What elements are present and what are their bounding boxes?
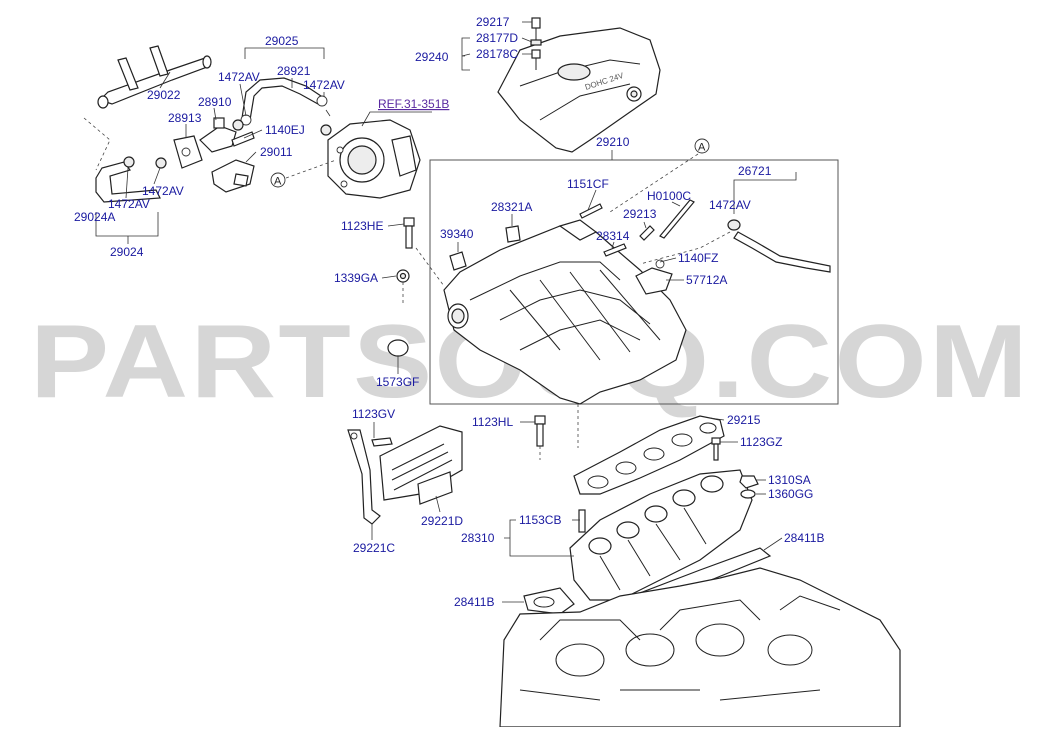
svg-text:A: A: [274, 176, 282, 188]
part-label[interactable]: 39340: [440, 227, 474, 241]
part-label[interactable]: 29011: [260, 145, 293, 159]
hose-clamp-icon: [232, 119, 332, 136]
fuel-hose-26721: [727, 219, 831, 273]
part-label[interactable]: 28177D: [476, 31, 518, 45]
part-label[interactable]: 1310SA: [768, 473, 811, 487]
part-label[interactable]: 1123HL: [472, 415, 513, 429]
stud-1151CF: [579, 203, 603, 219]
valve-29011: [211, 159, 255, 193]
bolt-1123HE: [403, 217, 415, 249]
part-label[interactable]: 1472AV: [218, 70, 260, 84]
plate-29221D: [379, 425, 463, 505]
part-label[interactable]: 28411B: [454, 595, 494, 609]
gasket-28411B-left: [523, 587, 575, 615]
rod-H0100C: [659, 199, 695, 239]
assembly-frame-29210: [429, 159, 839, 405]
engine-cover-29240: DOHC 24V: [497, 27, 661, 153]
part-label[interactable]: 28314: [596, 229, 630, 243]
part-label[interactable]: 26721: [738, 164, 772, 178]
part-label[interactable]: 29217: [476, 15, 510, 29]
sensor-39340: [449, 251, 467, 271]
bolt-1123GV: [371, 437, 393, 447]
reference-marker-a: A: [270, 172, 286, 188]
throttle-body: [327, 119, 421, 199]
part-label[interactable]: 29025: [265, 34, 299, 48]
gasket-29215: [573, 415, 725, 495]
part-label[interactable]: 28910: [198, 95, 232, 109]
part-label[interactable]: 29221D: [421, 514, 463, 528]
part-label[interactable]: 28921: [277, 64, 311, 78]
bracket-57712A: [635, 259, 673, 295]
coolant-pipe-29022: [97, 45, 212, 109]
part-label[interactable]: 1153CB: [519, 513, 561, 527]
part-label[interactable]: 1123GZ: [740, 435, 782, 449]
part-label[interactable]: 57712A: [686, 273, 727, 287]
pin-29213: [639, 225, 655, 241]
part-label[interactable]: 29024A: [74, 210, 115, 224]
reference-marker-a: A: [694, 138, 710, 154]
part-label[interactable]: 1123HE: [341, 219, 383, 233]
hose-29024: [95, 156, 167, 203]
part-label[interactable]: 1472AV: [142, 184, 184, 198]
part-label[interactable]: 29240: [415, 50, 449, 64]
part-label[interactable]: 1360GG: [768, 487, 813, 501]
nut-1310SA: [739, 475, 759, 489]
intake-manifold-lower: [569, 469, 753, 601]
part-label[interactable]: 29022: [147, 88, 181, 102]
bolt-1123GZ: [711, 437, 721, 461]
part-label[interactable]: 29210: [596, 135, 630, 149]
washer-1360GG: [740, 489, 756, 499]
bolt-1123HL: [534, 415, 546, 447]
part-label[interactable]: 28178C: [476, 47, 518, 61]
part-label[interactable]: 29221C: [353, 541, 395, 555]
part-label[interactable]: 1151CF: [567, 177, 609, 191]
part-label[interactable]: 29213: [623, 207, 657, 221]
part-label[interactable]: 28411B: [784, 531, 824, 545]
part-label[interactable]: 1140FZ: [678, 251, 718, 265]
nut-1339GA: [396, 269, 410, 283]
hose-28921: [240, 77, 328, 126]
bracket-29221C: [347, 429, 381, 525]
bracket-28913: [173, 135, 203, 169]
part-label[interactable]: H0100C: [647, 189, 691, 203]
part-label[interactable]: 28321A: [491, 200, 532, 214]
part-label[interactable]: 1573GF: [376, 375, 419, 389]
part-label[interactable]: 1123GV: [352, 407, 395, 421]
part-label[interactable]: 1140EJ: [265, 123, 305, 137]
part-label[interactable]: 1472AV: [303, 78, 345, 92]
part-label[interactable]: 29024: [110, 245, 144, 259]
bolt-1140EJ: [231, 131, 255, 147]
svg-text:A: A: [698, 142, 706, 154]
pcv-valve-28321A: [505, 225, 521, 243]
stud-1153CB: [578, 509, 586, 533]
plug-1573GF: [387, 339, 409, 357]
part-label[interactable]: 28913: [168, 111, 202, 125]
part-label[interactable]: 28310: [461, 531, 495, 545]
intake-manifold-upper: [443, 219, 687, 405]
part-label[interactable]: 1472AV: [108, 197, 150, 211]
part-label[interactable]: 1339GA: [334, 271, 378, 285]
engine-block: [499, 567, 901, 728]
reference-link[interactable]: REF.31-351B: [378, 97, 449, 111]
stud-28314: [603, 243, 627, 257]
part-label[interactable]: 1472AV: [709, 198, 751, 212]
part-label[interactable]: 29215: [727, 413, 761, 427]
sensor-28910: [199, 117, 237, 153]
